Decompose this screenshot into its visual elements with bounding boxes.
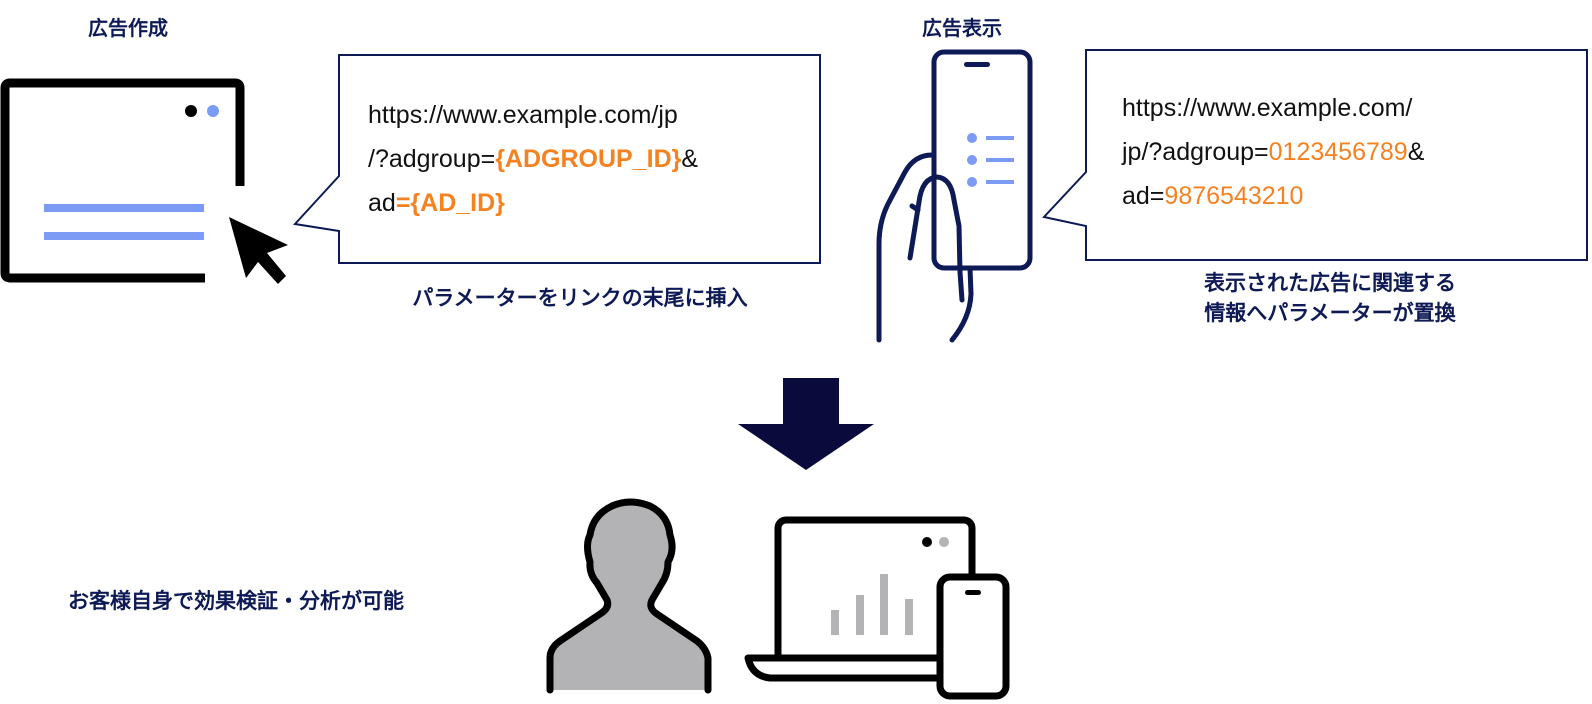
person-icon (546, 498, 712, 694)
replaced-url: https://www.example.com/ jp/?adgroup=012… (1122, 86, 1424, 218)
url-line-1: https://www.example.com/jp (368, 101, 678, 129)
ad-value: 9876543210 (1164, 182, 1304, 210)
window-dot-black (185, 105, 197, 117)
url-line-3: ad=9876543210 (1122, 182, 1304, 210)
hand-phone-icon (876, 49, 1033, 343)
create-caption: パラメーターをリンクの末尾に挿入 (412, 286, 748, 310)
display-heading: 広告表示 (922, 16, 1002, 40)
url-line-3: ad={AD_ID} (368, 189, 505, 217)
phone-notch (964, 62, 990, 67)
browser-window-icon (0, 78, 288, 284)
content-line (44, 232, 204, 240)
speech-bubble-right (1042, 49, 1588, 261)
chart-bar (856, 595, 864, 635)
chart-bar (880, 574, 888, 635)
adgroup-param: {ADGROUP_ID} (495, 145, 682, 173)
speech-bubble-left (293, 54, 821, 264)
laptop-phone-analytics-icon (744, 516, 1010, 700)
adgroup-value: 0123456789 (1268, 138, 1408, 166)
url-line-2: jp/?adgroup=0123456789& (1122, 138, 1425, 166)
down-arrow-icon (738, 378, 874, 470)
ad-param: ={AD_ID} (395, 189, 505, 217)
template-url: https://www.example.com/jp /?adgroup={AD… (368, 93, 698, 225)
display-caption: 表示された広告に関連する 情報へパラメーターが置換 (1100, 268, 1560, 328)
chart-bar (905, 599, 913, 635)
window-dot-blue (207, 105, 219, 117)
content-line (44, 204, 204, 212)
phone-notch (965, 590, 981, 595)
display-caption-line-1: 表示された広告に関連する (1204, 271, 1456, 295)
cursor-icon (229, 217, 288, 284)
result-caption: お客様自身で効果検証・分析が可能 (68, 589, 404, 613)
display-caption-line-2: 情報へパラメーターが置換 (1204, 301, 1456, 325)
url-line-1: https://www.example.com/ (1122, 94, 1413, 122)
create-heading: 広告作成 (88, 16, 168, 40)
chart-bar (831, 610, 839, 635)
url-line-2: /?adgroup={ADGROUP_ID}& (368, 145, 699, 173)
